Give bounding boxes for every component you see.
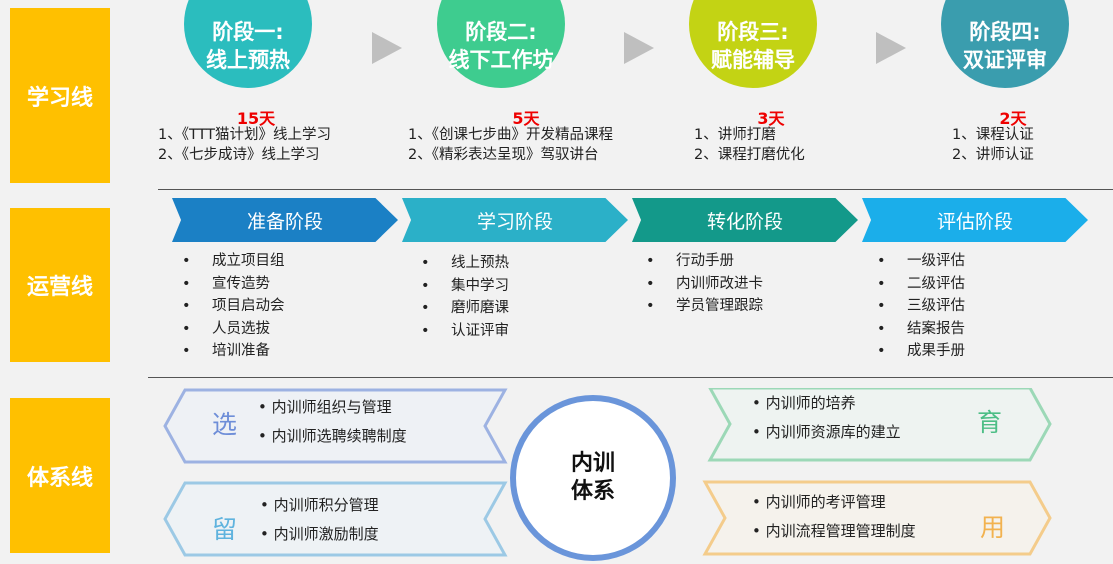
list-item: 内训师的考评管理 [752,488,916,517]
list-item: 1、课程认证 [952,127,1034,143]
center-title-line2: 体系 [570,479,615,504]
phase-prepare-items: 成立项目组宣传造势项目启动会人员选拔培训准备 [182,250,285,363]
stage-3-circle: 阶段三: 赋能辅导 [689,0,817,88]
develop-char: 育 [977,408,1003,437]
stage-3-title: 阶段三: [717,20,789,44]
list-item: 内训师激励制度 [260,520,379,549]
list-item: 成立项目组 [182,250,285,273]
list-item: 行动手册 [646,250,763,273]
list-item: 结案报告 [877,318,965,341]
learning-line-label: 学习线 [10,8,110,183]
list-item: 宣传造势 [182,273,285,296]
stage-4-circle: 阶段四: 双证评审 [941,0,1069,88]
list-item: 认证评审 [421,320,509,343]
stage-3-days: 3天 [757,109,785,128]
retain-items: 内训师积分管理内训师激励制度 [260,491,379,549]
phase-prepare: 准备阶段 [172,198,398,242]
list-item: 学员管理跟踪 [646,295,763,318]
list-item: 内训流程管理管理制度 [752,517,916,546]
list-item: 培训准备 [182,340,285,363]
center-title-line1: 内训 [570,451,615,476]
list-item: 2、《七步成诗》线上学习 [158,147,320,163]
stage-2-circle: 阶段二: 线下工作坊 [437,0,565,88]
phase-evaluate-items: 一级评估二级评估三级评估结案报告成果手册 [877,250,965,363]
divider [158,189,1113,190]
stage-4-days: 2天 [999,109,1027,128]
operation-line-label: 运营线 [10,208,110,362]
stage-3-subtitle: 赋能辅导 [711,48,795,72]
list-item: 内训师组织与管理 [258,393,407,422]
system-line-label: 体系线 [10,398,110,553]
list-item: 内训师资源库的建立 [752,418,901,447]
stage-1-items: 1、《TTT猫计划》线上学习 2、《七步成诗》线上学习 [158,125,331,165]
center-circle: 内训体系 [510,395,676,561]
stage-1-subtitle: 线上预热 [206,48,290,72]
stage-2-subtitle: 线下工作坊 [448,48,554,72]
select-char: 选 [212,410,238,439]
list-item: 一级评估 [877,250,965,273]
retain-char: 留 [212,515,238,544]
list-item: 集中学习 [421,275,509,298]
divider [148,377,1113,378]
arrow-right-icon [876,32,906,64]
list-item: 成果手册 [877,340,965,363]
use-char: 用 [980,513,1006,542]
stage-3-items: 1、讲师打磨 2、课程打磨优化 [694,125,805,165]
stage-4-title: 阶段四: [969,20,1041,44]
list-item: 二级评估 [877,273,965,296]
list-item: 人员选拔 [182,318,285,341]
stage-1-days: 15天 [236,109,276,128]
stage-2-title: 阶段二: [465,20,537,44]
stage-2-days: 5天 [512,109,540,128]
phase-transform: 转化阶段 [632,198,858,242]
develop-items: 内训师的培养内训师资源库的建立 [752,389,901,447]
list-item: 线上预热 [421,252,509,275]
list-item: 1、《TTT猫计划》线上学习 [158,127,332,143]
stage-4-subtitle: 双证评审 [963,48,1047,72]
stage-1-title: 阶段一: [212,20,284,44]
list-item: 1、讲师打磨 [694,127,776,143]
stage-1-circle: 阶段一: 线上预热 [184,0,312,88]
arrow-right-icon [372,32,402,64]
list-item: 内训师积分管理 [260,491,379,520]
stage-2-items: 1、《创课七步曲》开发精品课程 2、《精彩表达呈现》驾驭讲台 [408,125,613,165]
phase-learn: 学习阶段 [402,198,628,242]
list-item: 内训师选聘续聘制度 [258,422,407,451]
list-item: 1、《创课七步曲》开发精品课程 [408,127,613,143]
list-item: 三级评估 [877,295,965,318]
arrow-right-icon [624,32,654,64]
phase-transform-items: 行动手册内训师改进卡学员管理跟踪 [646,250,763,318]
stage-4-items: 1、课程认证 2、讲师认证 [952,125,1034,165]
list-item: 2、课程打磨优化 [694,147,805,163]
list-item: 磨师磨课 [421,297,509,320]
list-item: 内训师改进卡 [646,273,763,296]
select-items: 内训师组织与管理内训师选聘续聘制度 [258,393,407,451]
phase-evaluate: 评估阶段 [862,198,1088,242]
list-item: 内训师的培养 [752,389,901,418]
list-item: 项目启动会 [182,295,285,318]
list-item: 2、《精彩表达呈现》驾驭讲台 [408,147,599,163]
list-item: 2、讲师认证 [952,147,1034,163]
use-items: 内训师的考评管理内训流程管理管理制度 [752,488,916,546]
phase-learn-items: 线上预热集中学习磨师磨课认证评审 [421,252,509,342]
